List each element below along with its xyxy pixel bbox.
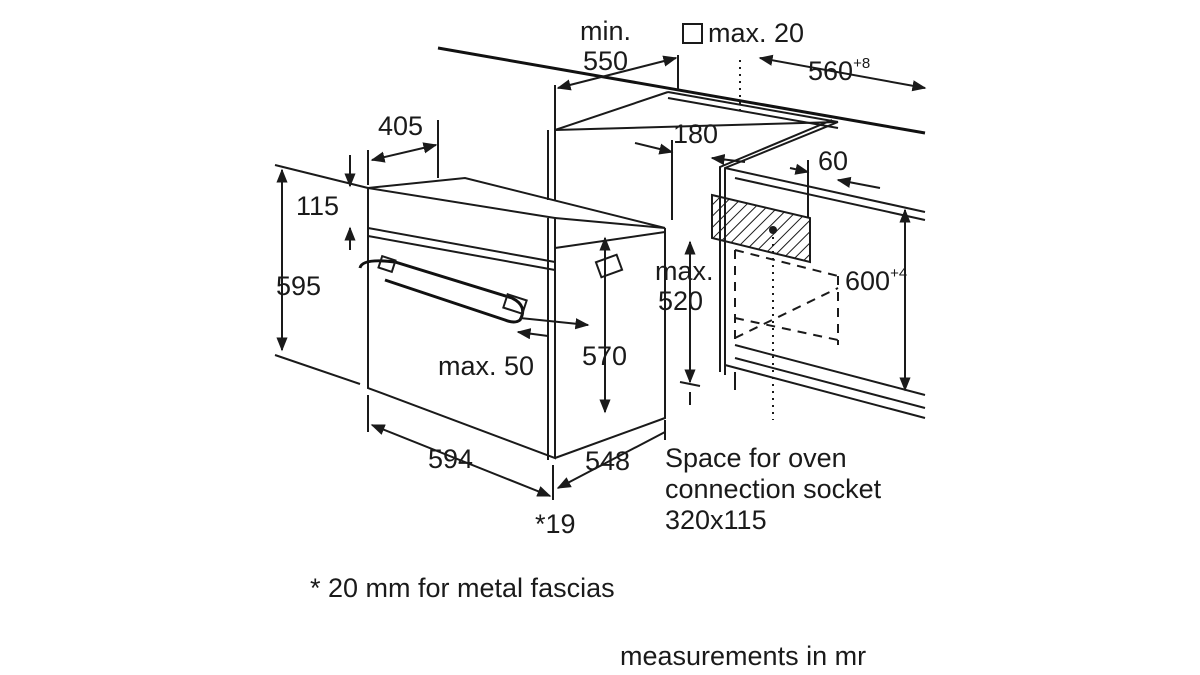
- cabinet-niche: [437, 46, 926, 420]
- label-550: 550: [583, 46, 628, 76]
- label-max20: max. 20: [708, 18, 804, 48]
- label-max: max.: [655, 256, 714, 286]
- label-115: 115: [296, 191, 339, 221]
- label-max50: max. 50: [438, 351, 534, 381]
- square-symbol: [682, 23, 703, 44]
- footnote: * 20 mm for metal fascias: [310, 573, 615, 603]
- label-520: 520: [658, 286, 703, 316]
- label-min: min.: [580, 16, 631, 46]
- socket-note-line1: Space for oven: [665, 443, 847, 473]
- socket-note-line3: 320x115: [665, 505, 767, 535]
- label-405: 405: [378, 111, 423, 141]
- label-548: 548: [585, 446, 630, 476]
- label-60: 60: [818, 146, 848, 176]
- units-note: measurements in mr: [620, 641, 867, 671]
- label-560: 560+8: [808, 55, 870, 86]
- dimension-lines: [274, 54, 927, 500]
- oven: [358, 176, 666, 460]
- label-19: *19: [535, 509, 576, 539]
- label-595: 595: [276, 271, 321, 301]
- socket-note-line2: connection socket: [665, 474, 882, 504]
- label-180: 180: [673, 119, 718, 149]
- label-570: 570: [582, 341, 627, 371]
- label-594: 594: [428, 444, 473, 474]
- label-600: 600+4: [845, 265, 907, 296]
